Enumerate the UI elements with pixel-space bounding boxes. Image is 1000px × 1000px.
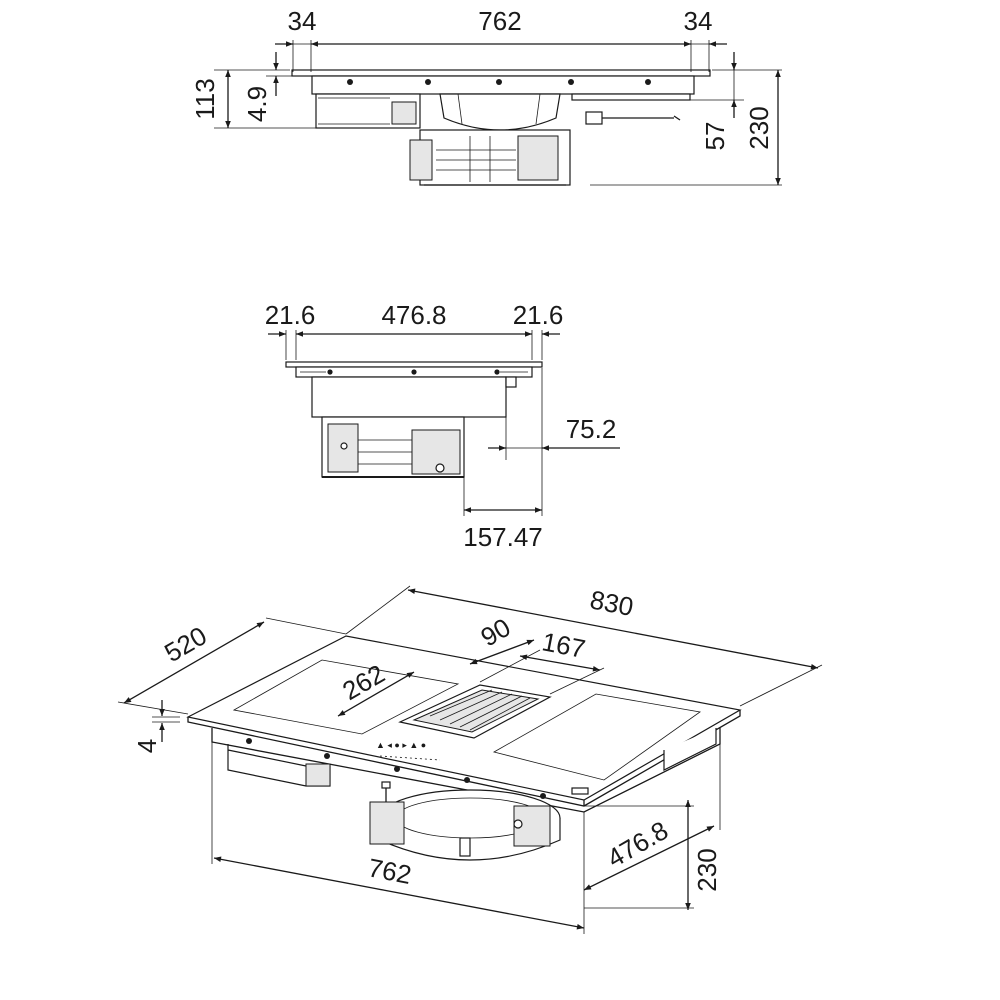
dim-side-width-main: 476.8 (381, 300, 446, 330)
side-body (311, 376, 507, 418)
front-frame (311, 75, 695, 95)
dim-iso-width: 830 (588, 584, 636, 622)
side-offset-dimensions: 75.2 157.47 (463, 368, 620, 552)
dim-front-width-main: 762 (478, 6, 521, 36)
iso-thickness-dimension: 4 (132, 700, 180, 753)
dim-iso-glass-thickness: 4 (132, 739, 162, 753)
dim-iso-depth: 520 (159, 620, 212, 668)
dim-iso-vent-depth: 90 (475, 612, 515, 652)
dim-iso-cutout-depth: 476.8 (602, 815, 673, 874)
front-vent-funnel (439, 93, 561, 131)
front-left-height-dimensions: 113 4.9 (190, 52, 316, 129)
dim-side-offset-b: 157.47 (463, 522, 543, 552)
dim-front-height-right: 230 (744, 106, 774, 149)
dim-iso-height: 230 (692, 848, 722, 891)
dim-side-offset-a: 75.2 (566, 414, 617, 444)
iso-left-zone (232, 659, 460, 735)
front-width-dimensions: 34 762 34 (275, 6, 727, 72)
iso-right-zone (492, 693, 702, 781)
iso-control-panel: ▲ ◂ ● ▸ ▲ ● (376, 740, 441, 761)
side-view (285, 361, 543, 478)
iso-vent (398, 684, 552, 739)
iso-screws (246, 738, 546, 799)
iso-height-dimension: 230 (584, 800, 722, 910)
iso-view: ▲ ◂ ● ▸ ▲ ● (186, 635, 742, 861)
front-screws (347, 79, 651, 85)
front-glass-top (291, 69, 711, 77)
side-width-dimensions: 21.6 476.8 21.6 (265, 300, 564, 360)
iso-fan-assembly (369, 781, 561, 861)
dim-front-height-left: 113 (190, 78, 220, 119)
dim-iso-cutout-width: 762 (366, 852, 414, 890)
front-right-height-dimensions: 57 230 (590, 52, 782, 186)
dim-front-glass-thickness: 4.9 (242, 86, 272, 122)
front-view (291, 69, 711, 186)
dim-front-width-right: 34 (684, 6, 713, 36)
svg-text:▲ ◂ ● ▸ ▲ ●: ▲ ◂ ● ▸ ▲ ● (376, 740, 426, 750)
side-glass-top (285, 361, 543, 368)
dim-iso-vent-width: 167 (540, 626, 588, 664)
dim-front-width-left: 34 (288, 6, 317, 36)
side-screws (327, 369, 500, 375)
dim-front-side-depth: 57 (700, 122, 730, 151)
dim-side-width-right: 21.6 (513, 300, 564, 330)
dim-side-width-left: 21.6 (265, 300, 316, 330)
